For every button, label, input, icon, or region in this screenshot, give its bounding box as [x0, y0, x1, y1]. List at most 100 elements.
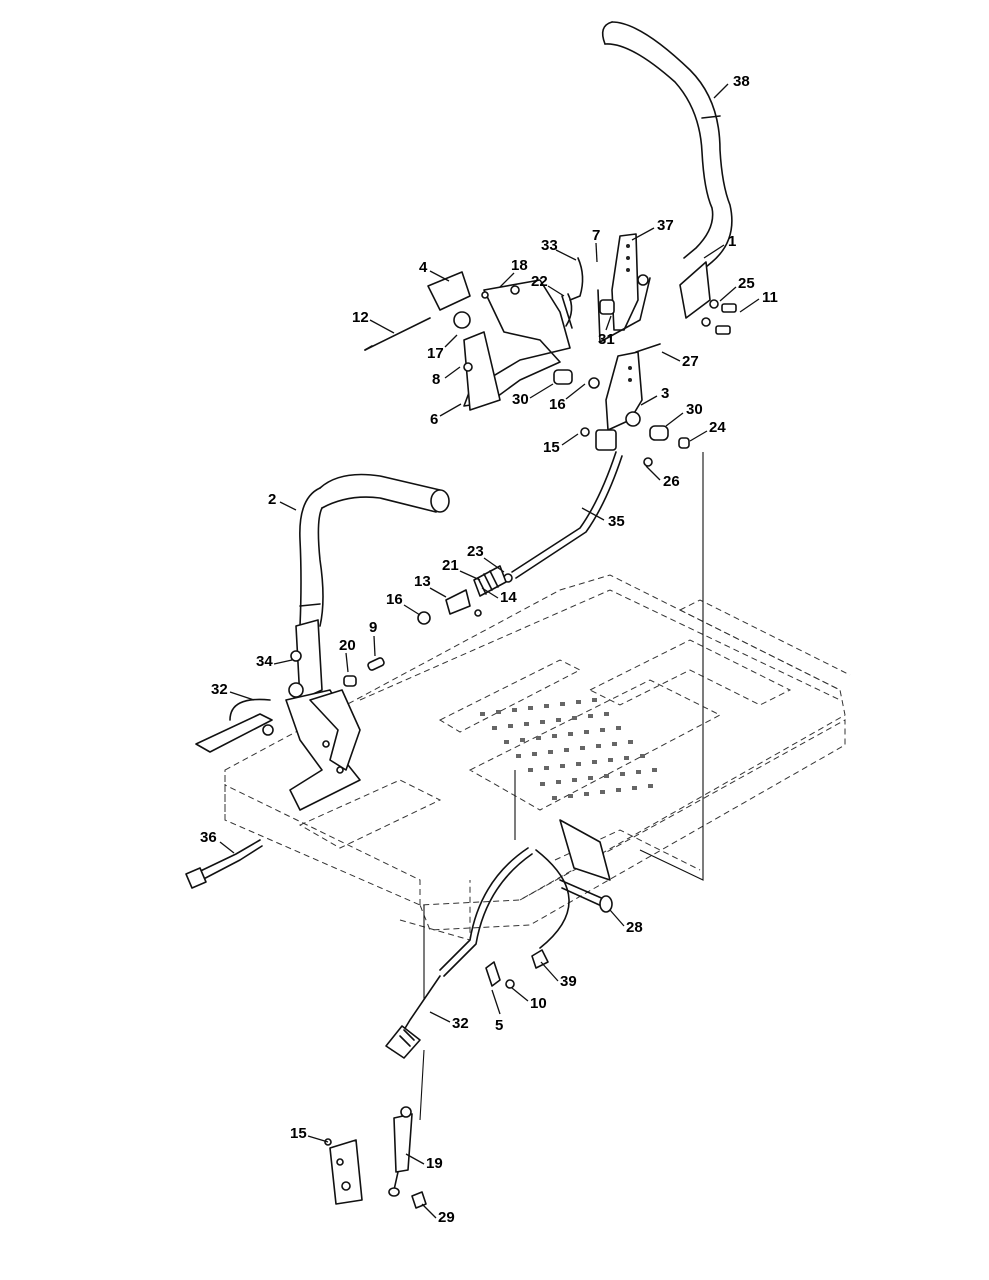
- callout-c37: 37: [657, 217, 674, 234]
- callout-c6: 6: [430, 411, 438, 428]
- deck-hole: [516, 754, 521, 758]
- callout-c23: 23: [467, 543, 484, 560]
- leader-line-c29: [421, 1203, 437, 1219]
- deck-hole: [576, 762, 581, 766]
- leader-line-c10: [511, 987, 529, 1002]
- leader-line-c5: [491, 989, 501, 1015]
- leader-line-c20: [345, 652, 349, 673]
- leader-line-c11: [739, 298, 760, 313]
- leader-line-c30a: [529, 383, 554, 399]
- leader-line-c2: [279, 501, 297, 511]
- leader-line-c26: [645, 465, 661, 481]
- deck-hole: [584, 792, 589, 796]
- deck-hole: [520, 738, 525, 742]
- leader-line-c31: [605, 315, 612, 331]
- deck-hole: [584, 730, 589, 734]
- deck-hole: [504, 740, 509, 744]
- callout-c2: 2: [268, 491, 276, 508]
- callout-c8: 8: [432, 371, 440, 388]
- callout-c32a: 32: [211, 681, 228, 698]
- control-handle-left: [299, 473, 450, 627]
- callout-c19: 19: [426, 1155, 443, 1172]
- leader-line-c3: [640, 395, 658, 406]
- leader-line-c38: [713, 83, 729, 99]
- leader-line-c18: [499, 272, 515, 288]
- deck-hole: [652, 768, 657, 772]
- connecting-rod: [503, 451, 623, 583]
- deck-hole: [568, 732, 573, 736]
- deck-hole: [604, 712, 609, 716]
- deck-hole: [524, 722, 529, 726]
- callout-c14: 14: [500, 589, 517, 606]
- deck-hole: [620, 772, 625, 776]
- deck-hole: [588, 714, 593, 718]
- deck-hole: [556, 718, 561, 722]
- callout-c29: 29: [438, 1209, 455, 1226]
- deck-hole: [496, 710, 501, 714]
- callout-c20: 20: [339, 637, 356, 654]
- leader-line-c21: [459, 570, 481, 581]
- callout-c30b: 30: [686, 401, 703, 418]
- leader-line-c33: [555, 249, 577, 261]
- deck-hole: [616, 788, 621, 792]
- callout-c5: 5: [495, 1017, 503, 1034]
- leader-line-c35: [581, 507, 605, 521]
- callout-c26: 26: [663, 473, 680, 490]
- callout-c15a: 15: [543, 439, 560, 456]
- deck-hole: [592, 760, 597, 764]
- callout-c34: 34: [256, 653, 273, 670]
- deck-hole: [628, 740, 633, 744]
- callout-c3: 3: [661, 385, 669, 402]
- leader-line-c16a: [565, 383, 586, 400]
- deck-holes: [480, 698, 657, 800]
- callout-c12: 12: [352, 309, 369, 326]
- deck-hole: [492, 726, 497, 730]
- callout-c39: 39: [560, 973, 577, 990]
- deck-hole: [600, 728, 605, 732]
- mower-frame: [224, 574, 851, 941]
- leader-line-c39: [540, 961, 559, 982]
- deck-hole: [548, 750, 553, 754]
- cable-assembly-left: [185, 839, 263, 889]
- callout-c35: 35: [608, 513, 625, 530]
- leader-line-c15b: [307, 1135, 329, 1143]
- leader-line-c7: [595, 242, 598, 263]
- deck-hole: [544, 766, 549, 770]
- callout-c38: 38: [733, 73, 750, 90]
- deck-hole: [540, 720, 545, 724]
- leader-line-c27: [661, 351, 681, 362]
- deck-hole: [528, 706, 533, 710]
- callout-c31: 31: [598, 331, 615, 348]
- deck-hole: [512, 708, 517, 712]
- callout-c21: 21: [442, 557, 459, 574]
- deck-hole: [564, 748, 569, 752]
- leader-line-c15a: [561, 433, 579, 446]
- callout-c27: 27: [682, 353, 699, 370]
- deck-hole: [576, 700, 581, 704]
- deck-hole: [600, 790, 605, 794]
- deck-hole: [560, 764, 565, 768]
- leader-line-c32b: [429, 1011, 451, 1023]
- lower-linkage: [385, 819, 613, 1059]
- callout-c7: 7: [592, 227, 600, 244]
- deck-hole: [608, 758, 613, 762]
- gas-spring-group: [324, 1106, 427, 1209]
- leader-line-c22: [547, 285, 565, 297]
- callout-c15b: 15: [290, 1125, 307, 1142]
- callout-c28: 28: [626, 919, 643, 936]
- leader-line-c13: [429, 587, 447, 598]
- callout-c17: 17: [427, 345, 444, 362]
- deck-hole: [560, 702, 565, 706]
- deck-hole: [540, 782, 545, 786]
- callout-c30a: 30: [512, 391, 529, 408]
- deck-hole: [640, 754, 645, 758]
- leader-line-c4: [429, 270, 450, 282]
- deck-hole: [568, 794, 573, 798]
- deck-hole: [552, 796, 557, 800]
- callout-c24: 24: [709, 419, 726, 436]
- callout-c1: 1: [728, 233, 736, 250]
- deck-hole: [552, 734, 557, 738]
- callout-c13: 13: [414, 573, 431, 590]
- deck-hole: [616, 726, 621, 730]
